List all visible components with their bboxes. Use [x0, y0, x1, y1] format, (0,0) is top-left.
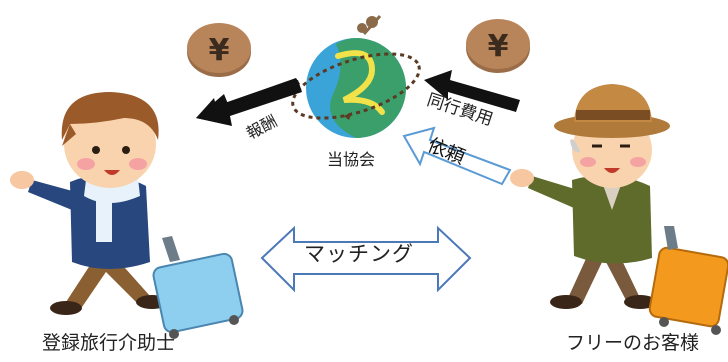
- coin-left-icon: ¥: [187, 23, 251, 77]
- fee-arrow: [424, 70, 520, 112]
- left-person-illustration: [10, 92, 244, 339]
- association-logo-icon: [291, 15, 421, 138]
- matching-label: マッチング: [304, 242, 414, 266]
- matching-arrow: [260, 225, 472, 293]
- right-person-illustration: [510, 84, 728, 335]
- svg-text:¥: ¥: [488, 29, 509, 64]
- coin-right-icon: ¥: [466, 19, 530, 73]
- association-label: 当協会: [327, 150, 376, 169]
- right-person-label: フリーのお客様: [566, 332, 700, 354]
- request-arrow: [402, 126, 512, 186]
- payment-arrow: [196, 78, 302, 126]
- svg-text:¥: ¥: [209, 33, 230, 68]
- left-person-label: 登録旅行介助士: [42, 332, 176, 354]
